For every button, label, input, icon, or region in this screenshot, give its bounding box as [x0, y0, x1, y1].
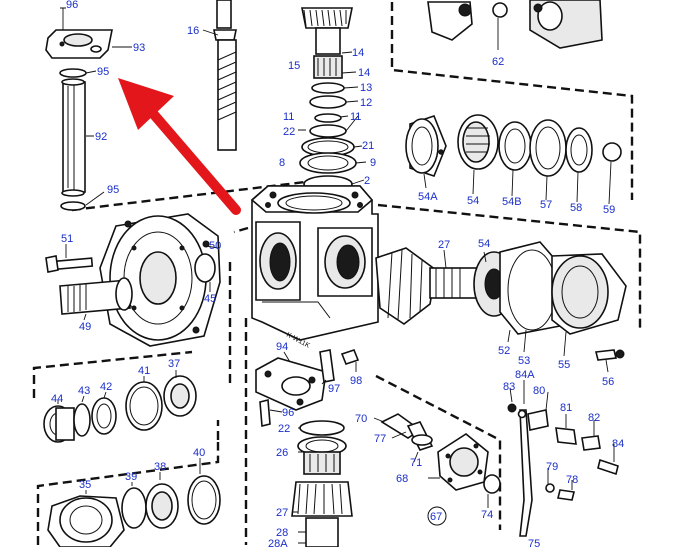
- callout-70: 70: [355, 413, 367, 425]
- side-flange-assembly: [45, 213, 221, 347]
- callout-labels: 96 93 95 92 95 16 14 15 14 13 12 11 11 2…: [51, 0, 624, 547]
- callout-38: 38: [154, 461, 166, 473]
- callout-54B: 54B: [502, 196, 522, 208]
- callout-15: 15: [288, 60, 300, 72]
- gearbox-housing: K-W11K: [250, 185, 379, 350]
- callout-71: 71: [410, 457, 422, 469]
- callout-54: 54: [467, 195, 479, 207]
- callout-77: 77: [374, 433, 386, 445]
- group-dashed-lines: [32, 2, 642, 545]
- lower-left-bearings: [43, 370, 221, 547]
- callout-57: 57: [540, 199, 552, 211]
- callout-67: 67: [430, 511, 442, 523]
- callout-45: 45: [204, 293, 216, 305]
- callout-83: 83: [503, 381, 515, 393]
- callout-58: 58: [570, 202, 582, 214]
- callout-42: 42: [100, 381, 112, 393]
- callout-26: 26: [276, 447, 288, 459]
- callout-62: 62: [492, 56, 504, 68]
- callout-81: 81: [560, 402, 572, 414]
- callout-27: 27: [438, 239, 450, 251]
- callout-14: 14: [352, 47, 364, 59]
- bearing-row-upper-right: [405, 114, 622, 205]
- callout-40: 40: [193, 447, 205, 459]
- callout-50: 50: [209, 240, 221, 252]
- callout-84A: 84A: [515, 369, 535, 381]
- callout-79: 79: [546, 461, 558, 473]
- callout-78: 78: [566, 474, 578, 486]
- callout-22-b: 22: [278, 423, 290, 435]
- callout-41: 41: [138, 365, 150, 377]
- callout-54A: 54A: [418, 191, 438, 203]
- callout-95: 95: [97, 66, 109, 78]
- pinion-shaft-assembly: [375, 241, 627, 373]
- callout-74: 74: [481, 509, 493, 521]
- callout-21: 21: [362, 140, 374, 152]
- callout-2: 2: [364, 175, 370, 187]
- callout-94: 94: [276, 341, 288, 353]
- callout-11-b: 11: [350, 111, 361, 123]
- callout-16: 16: [187, 25, 199, 37]
- top-cap-assembly: [45, 7, 132, 211]
- callout-53: 53: [518, 355, 530, 367]
- lower-gear-stack: [291, 420, 353, 547]
- callout-11: 11: [283, 111, 294, 123]
- shaft-16: [202, 0, 237, 151]
- callout-80: 80: [533, 385, 545, 397]
- callout-13: 13: [360, 82, 372, 94]
- callout-55: 55: [558, 359, 570, 371]
- red-arrow: [118, 78, 241, 215]
- callout-35: 35: [79, 479, 91, 491]
- bracket-94-assembly: [255, 349, 360, 428]
- callout-12: 12: [360, 97, 372, 109]
- callout-9: 9: [370, 157, 376, 169]
- callout-82: 82: [588, 412, 600, 424]
- callout-28A: 28A: [268, 538, 288, 547]
- callout-95-lower: 95: [107, 184, 119, 196]
- callout-43: 43: [78, 385, 90, 397]
- callout-28: 28: [276, 527, 288, 539]
- callout-54-b: 54: [478, 238, 490, 250]
- callout-52: 52: [498, 345, 510, 357]
- callout-98: 98: [350, 375, 362, 387]
- callout-56: 56: [602, 376, 614, 388]
- callout-84: 84: [612, 438, 624, 450]
- callout-39: 39: [125, 471, 137, 483]
- part-62-group: [427, 0, 603, 50]
- callout-96: 96: [66, 0, 78, 11]
- callout-37: 37: [168, 358, 180, 370]
- callout-93: 93: [133, 42, 145, 54]
- vertical-gear-stack: [298, 7, 367, 193]
- callout-44: 44: [51, 393, 63, 405]
- callout-97: 97: [328, 383, 340, 395]
- callout-14-b: 14: [358, 67, 370, 79]
- callout-92: 92: [95, 131, 107, 143]
- callout-68: 68: [396, 473, 408, 485]
- callout-49: 49: [79, 321, 91, 333]
- callout-8: 8: [279, 157, 285, 169]
- callout-75: 75: [528, 538, 540, 547]
- callout-51: 51: [61, 233, 73, 245]
- callout-59: 59: [603, 204, 615, 216]
- callout-22: 22: [283, 126, 295, 138]
- callout-96-b: 96: [282, 407, 294, 419]
- lower-right-parts: [373, 380, 619, 537]
- callout-27-b: 27: [276, 507, 288, 519]
